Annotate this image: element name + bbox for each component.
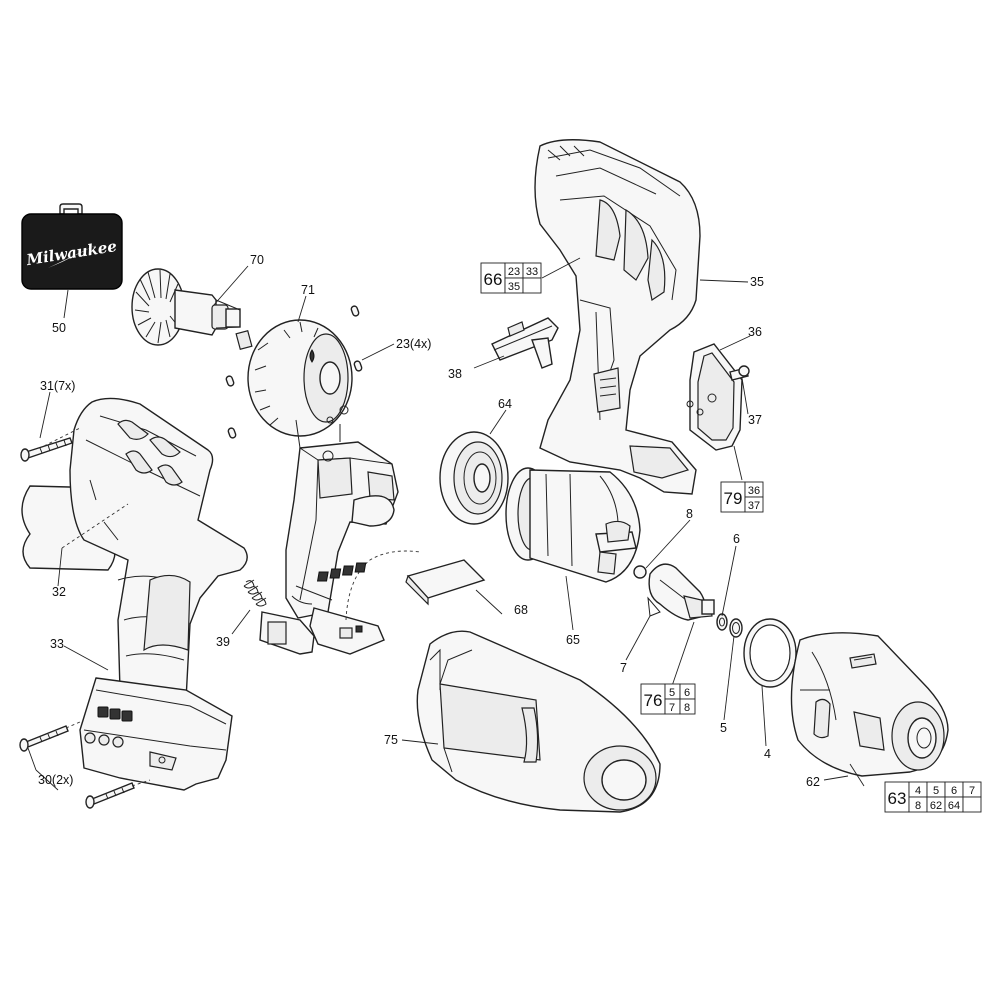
base-housing-part [79, 677, 233, 791]
spring-part [243, 579, 267, 607]
callout-65: 65 [566, 633, 580, 647]
steel-ball-part [633, 565, 647, 579]
callout-23: 23(4x) [396, 337, 431, 351]
kit-63-item: 7 [969, 785, 975, 797]
callout-5: 5 [720, 721, 727, 735]
callout-4: 4 [764, 747, 771, 761]
kit-63-main: 63 [888, 789, 907, 808]
gear-case-part [505, 467, 641, 583]
callout-64: 64 [498, 397, 512, 411]
nose-housing-part [790, 632, 949, 777]
callout-68: 68 [514, 603, 528, 617]
kit-66-item: 35 [508, 281, 520, 293]
callout-30: 30(2x) [38, 773, 73, 787]
screw-31-part [20, 437, 73, 462]
callout-8: 8 [686, 507, 693, 521]
right-handle-housing-part [534, 139, 701, 495]
left-handle-housing-part [69, 397, 248, 701]
switch-trigger-assembly-part [259, 419, 399, 655]
kit-66-item: 23 [508, 266, 520, 278]
callout-75: 75 [384, 733, 398, 747]
rotor-part [131, 268, 253, 351]
kit-66-main: 66 [484, 270, 503, 289]
anvil-part [647, 563, 715, 621]
kit-63-item: 62 [930, 800, 942, 812]
kit-63-item: 64 [948, 800, 960, 812]
callout-36: 36 [748, 325, 762, 339]
nameplate-part [686, 343, 750, 451]
callout-7: 7 [620, 661, 627, 675]
pins-part [225, 305, 363, 439]
callout-31: 31(7x) [40, 379, 75, 393]
kit-76-main: 76 [644, 691, 663, 710]
callout-labels: 50 70 71 23(4x) 31(7x) 32 39 33 30(2x) 3… [38, 253, 820, 789]
kit-box-63: 63 4 5 6 7 8 62 64 [884, 781, 982, 813]
callout-32: 32 [52, 585, 66, 599]
screws-30-part [19, 725, 135, 809]
callout-71: 71 [301, 283, 315, 297]
callout-70: 70 [250, 253, 264, 267]
callout-39: 39 [216, 635, 230, 649]
thrust-washer-part [439, 431, 509, 525]
forward-reverse-switch-part [491, 317, 559, 369]
kit-66-item: 33 [526, 266, 538, 278]
kit-79-item: 37 [748, 500, 760, 512]
callout-37: 37 [748, 413, 762, 427]
kit-box-66: 66 23 33 35 [480, 262, 542, 294]
callout-50: 50 [52, 321, 66, 335]
kit-box-79: 79 36 37 [720, 481, 764, 513]
callout-33: 33 [50, 637, 64, 651]
o-ring-part [743, 618, 797, 688]
protective-boot-part [416, 630, 661, 813]
stator-part [247, 319, 353, 437]
callout-6: 6 [733, 532, 740, 546]
callout-62: 62 [806, 775, 820, 789]
carrying-case-part: Milwaukee [21, 203, 123, 290]
kit-76-item: 5 [669, 687, 675, 699]
kit-76-item: 7 [669, 702, 675, 714]
kit-box-76: 76 5 6 7 8 [640, 683, 696, 715]
small-washers-part [716, 613, 743, 638]
kit-63-item: 5 [933, 785, 939, 797]
kit-76-item: 6 [684, 687, 690, 699]
kit-79-item: 36 [748, 485, 760, 497]
callout-38: 38 [448, 367, 462, 381]
led-board-part [316, 559, 486, 606]
kit-63-item: 6 [951, 785, 957, 797]
kit-63-item: 8 [915, 800, 921, 812]
kit-63-item: 4 [915, 785, 921, 797]
kit-76-item: 8 [684, 702, 690, 714]
leader-lines [27, 257, 865, 791]
kit-79-main: 79 [724, 489, 743, 508]
callout-35: 35 [750, 275, 764, 289]
